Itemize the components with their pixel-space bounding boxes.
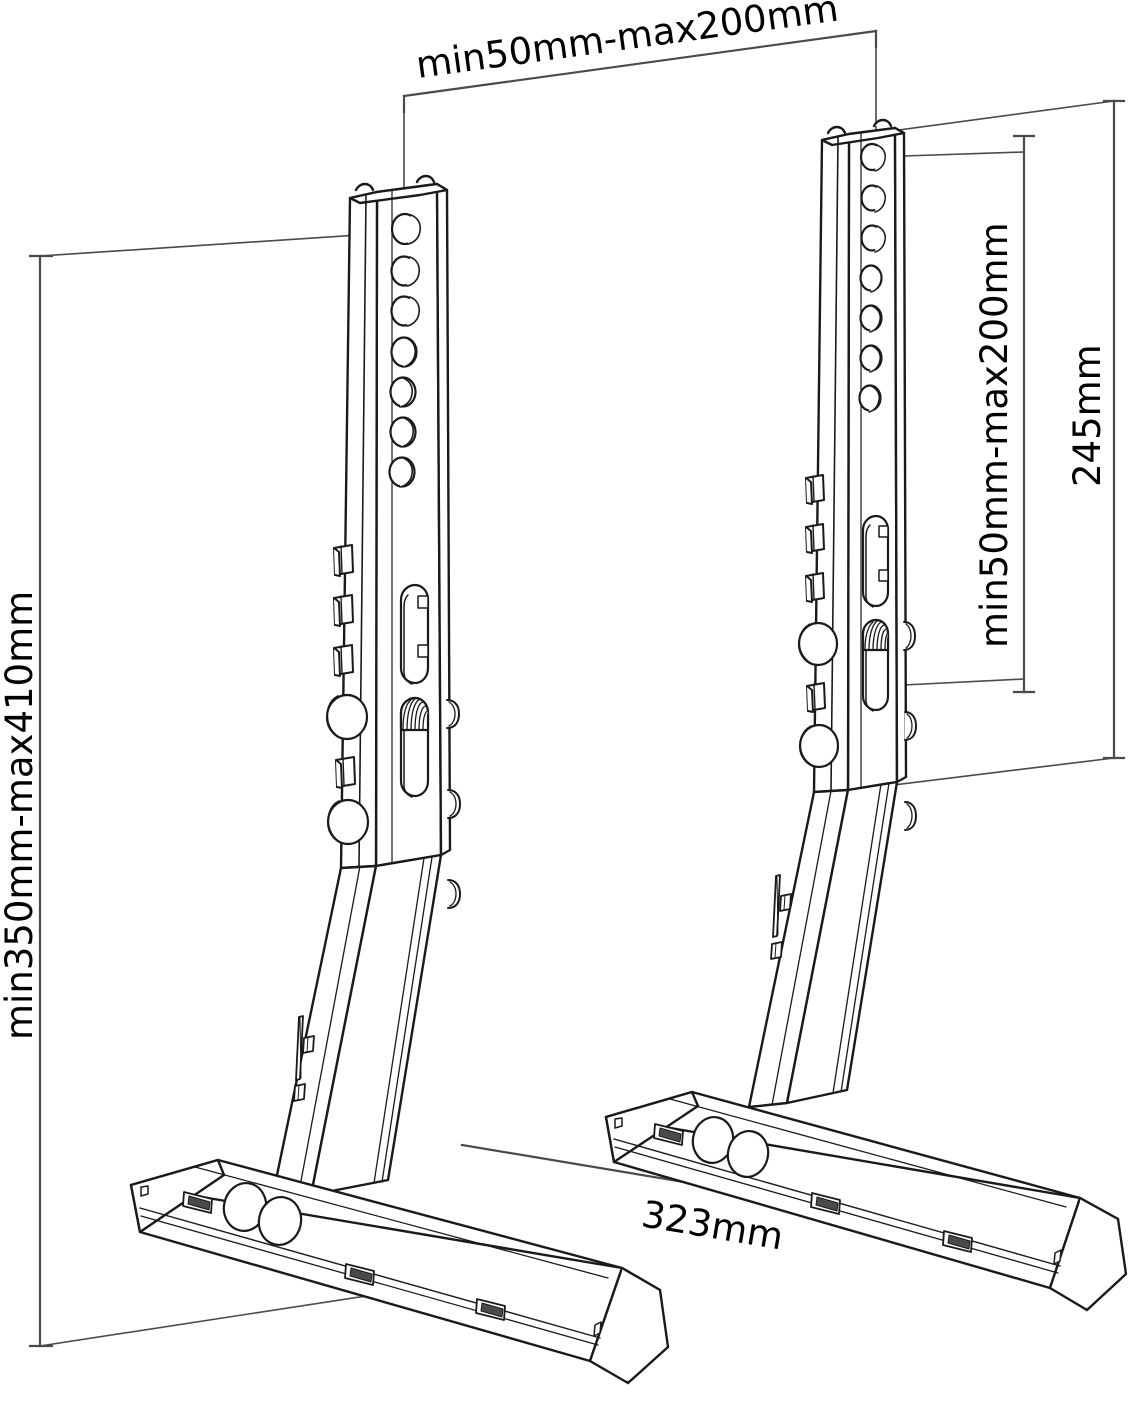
right-base-notch [614, 1117, 623, 1129]
right-post-top-lug-a [826, 125, 847, 135]
right-post-top-cap [820, 126, 906, 147]
left-base-vent-slots [182, 1191, 506, 1321]
left-post-top-lug-b [415, 174, 436, 184]
left-post-top-cap [348, 182, 449, 205]
left-strut-seam-b [373, 857, 425, 1184]
right-base-round-holes [691, 1116, 770, 1178]
left-strut-detail-slots [293, 1015, 315, 1102]
right-post-top-lug-b [872, 118, 893, 128]
right-base-right-notch [1053, 1249, 1062, 1265]
left-post-side-round-holes [325, 693, 370, 846]
left-post-side-slots [333, 544, 356, 789]
left-base-right-notch [593, 1321, 602, 1337]
left-slot-knurl [402, 697, 429, 731]
right-strut-seam-c [840, 782, 890, 1093]
right-post-right-edge [893, 126, 908, 784]
right-post-upper-slot [861, 514, 890, 608]
left-base-seam-inner [194, 1166, 609, 1279]
right-post-side-round-holes [797, 621, 840, 769]
left-post-top-lug-a [354, 182, 375, 192]
left-base-round-holes [222, 1182, 303, 1246]
right-post-vesa-holes [858, 142, 886, 413]
left-post-vesa-holes [388, 212, 422, 488]
left-strut-seam-c [381, 856, 433, 1183]
right-post-side-knobs [903, 621, 917, 831]
dimension-lines [28, 29, 1126, 1348]
left-post-flange-seam [358, 195, 367, 867]
right-strut-seam-a [771, 790, 832, 1106]
right-inner-height-dimension-label: min50mm-max200mm [973, 222, 1016, 648]
left-base-notch [140, 1185, 149, 1197]
right-post-lower-slot [861, 618, 890, 712]
right-post-flange-seam [830, 136, 839, 792]
left-strut-right-face [309, 853, 443, 1197]
right-base-seam-inner [669, 1098, 1067, 1208]
dimension-labels: min50mm-max200mm min350mm-max410mm min50… [0, 0, 1109, 1258]
right-stand-leg [604, 118, 1128, 1312]
right-slot-knurl [864, 620, 889, 651]
left-height-dimension-label: min350mm-max410mm [0, 591, 41, 1040]
right-outer-height-dimension-label: 245mm [1066, 344, 1109, 487]
right-post-side-slots [805, 474, 826, 713]
right-outer-height-dimension [883, 99, 1126, 787]
left-stand-leg [129, 174, 670, 1385]
left-post-lower-slot [399, 696, 430, 798]
right-strut-seam-b [832, 783, 882, 1094]
right-base-vent-slots [653, 1123, 973, 1253]
left-base-right-cap-edge [620, 1266, 670, 1385]
right-strut-detail-slots [770, 874, 792, 960]
right-base-right-cap-edge [1078, 1196, 1128, 1312]
left-strut-seam-a [297, 865, 361, 1198]
top-width-dimension-label: min50mm-max200mm [413, 0, 841, 87]
left-post-upper-slot [399, 583, 430, 685]
left-post-side-knobs [446, 699, 461, 909]
